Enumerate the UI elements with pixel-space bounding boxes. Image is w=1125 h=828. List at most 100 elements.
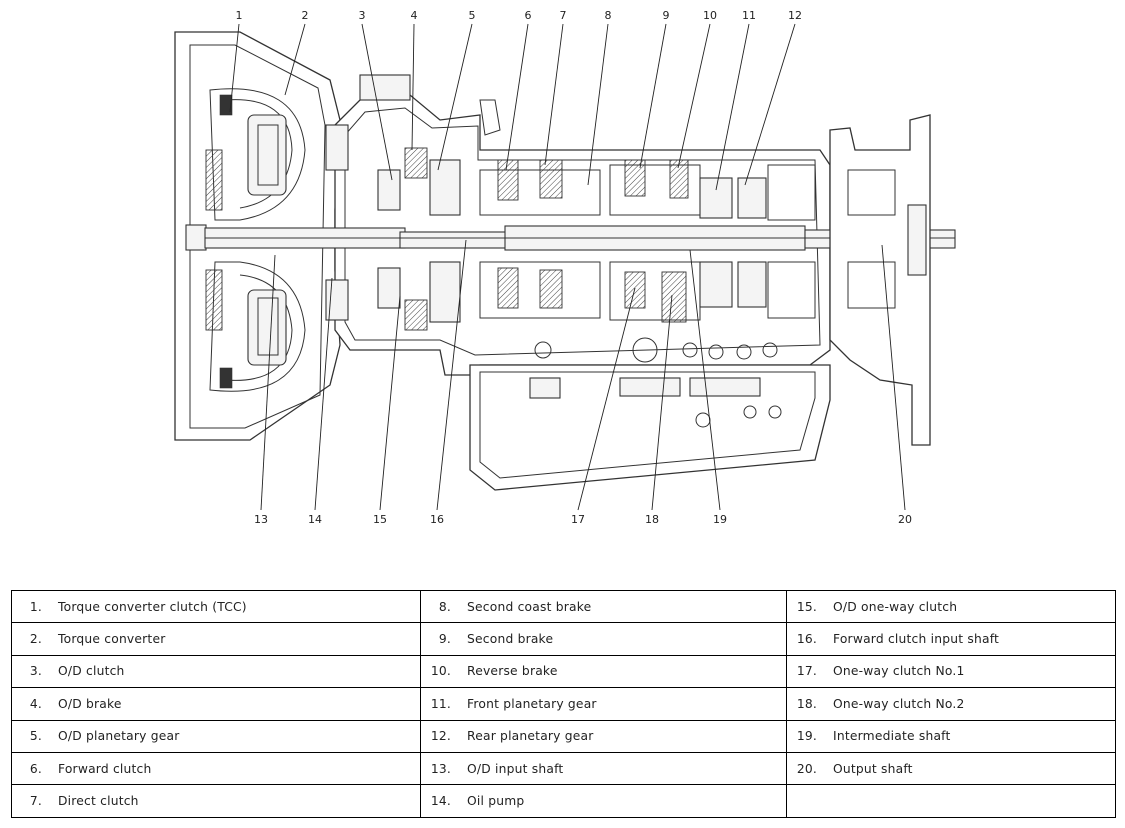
callout-5: 5 [469,9,476,22]
transmission-case [325,74,831,376]
legend-row: 6. Forward clutch 13. O/D input shaft 20. O… [11,751,1116,786]
legend-number: 18. [796,696,817,711]
legend-cell: 17. One-way clutch No.1 [786,654,1116,689]
legend-cell: 9. Second brake [420,622,787,656]
legend-row: 1. Torque converter clutch (TCC) 8. Second… [11,589,1116,624]
legend-label: Torque converter [58,632,166,647]
legend-label: Front planetary gear [467,696,597,711]
legend-number: 10. [430,664,451,679]
legend-label: Reverse brake [467,664,558,679]
legend-row: 7. Direct clutch 14. Oil pump [11,784,1116,818]
callout-8: 8 [605,9,612,22]
legend-number: 5. [29,729,42,744]
legend-label: O/D input shaft [467,761,564,776]
legend-cell: 5. O/D planetary gear [11,719,421,753]
legend-number: 3. [29,664,42,679]
callout-17: 17 [571,513,585,526]
parts-legend-table: 1. Torque converter clutch (TCC) 8. Second… [11,589,1116,818]
legend-number: 1. [29,599,42,614]
legend-number: 2. [29,632,42,647]
callout-1: 1 [236,9,243,22]
legend-cell: 7. Direct clutch [11,784,421,818]
callout-2: 2 [302,9,309,22]
legend-label: Second coast brake [467,599,592,614]
legend-number: 6. [29,761,42,776]
callout-16: 16 [430,513,444,526]
legend-label: Output shaft [833,761,913,776]
callout-12: 12 [788,9,802,22]
callout-6: 6 [525,9,532,22]
legend-cell: 18. One-way clutch No.2 [786,687,1116,721]
torque-converter-upper [205,88,306,221]
callout-20: 20 [898,513,912,526]
callout-3: 3 [359,9,366,22]
legend-cell: 4. O/D brake [11,687,421,721]
legend-label: O/D clutch [58,664,125,679]
legend-number: 19. [796,729,817,744]
legend-cell: 8. Second coast brake [420,589,787,624]
callout-10: 10 [703,9,717,22]
torque-converter-lower [205,261,306,392]
legend-number: 13. [430,761,451,776]
clutch-packs-upper [377,147,816,221]
legend-number: 17. [796,664,817,679]
legend-label: One-way clutch No.1 [833,664,965,679]
callout-4: 4 [411,9,418,22]
legend-label: O/D one-way clutch [833,599,958,614]
legend-number: 8. [438,599,451,614]
legend-cell: 13. O/D input shaft [420,751,787,786]
legend-row: 3. O/D clutch 10. Reverse brake 17. One-way… [11,654,1116,689]
legend-cell: 10. Reverse brake [420,654,787,689]
legend-cell: 12. Rear planetary gear [420,719,787,753]
legend-number: 12. [430,729,451,744]
callout-15: 15 [373,513,387,526]
legend-label: Rear planetary gear [467,729,594,744]
legend-label: Oil pump [467,794,525,809]
legend-number: 20. [796,761,817,776]
oil-pan-valve-body [469,337,831,491]
legend-cell: 1. Torque converter clutch (TCC) [11,589,421,624]
callout-13: 13 [254,513,268,526]
clutch-packs-lower [377,261,816,331]
transmission-cutaway-diagram: 1 2 3 4 5 6 7 8 9 10 11 12 13 14 15 16 1… [174,9,956,526]
legend-number: 16. [796,632,817,647]
leader-lines [229,23,906,511]
legend-number: 11. [430,696,451,711]
legend-cell: 15. O/D one-way clutch [786,589,1116,624]
legend-row: 4. O/D brake 11. Front planetary gear 18. O… [11,687,1116,721]
callout-7: 7 [560,9,567,22]
legend-label: Torque converter clutch (TCC) [58,599,247,614]
legend-cell: 19. Intermediate shaft [786,719,1116,753]
legend-cell: 16. Forward clutch input shaft [786,622,1116,656]
legend-cell: 2. Torque converter [11,622,421,656]
callout-9: 9 [663,9,670,22]
legend-cell: 14. Oil pump [420,784,787,818]
legend-row: 5. O/D planetary gear 12. Rear planetary g… [11,719,1116,753]
callouts-top: 1 2 3 4 5 6 7 8 9 10 11 12 [236,9,803,22]
callouts-bottom: 13 14 15 16 17 18 19 20 [254,513,912,526]
callout-19: 19 [713,513,727,526]
legend-cell: 11. Front planetary gear [420,687,787,721]
legend-cell-empty [786,784,1116,818]
legend-row: 2. Torque converter 9. Second brake 16. For… [11,622,1116,656]
legend-label: Direct clutch [58,794,139,809]
callout-11: 11 [742,9,756,22]
legend-label: Forward clutch [58,761,152,776]
callout-18: 18 [645,513,659,526]
legend-label: O/D planetary gear [58,729,180,744]
legend-cell: 20. Output shaft [786,751,1116,786]
legend-number: 4. [29,696,42,711]
legend-number: 9. [438,632,451,647]
extension-housing [829,114,931,446]
legend-label: Intermediate shaft [833,729,951,744]
legend-cell: 3. O/D clutch [11,654,421,689]
legend-number: 14. [430,794,451,809]
legend-label: Forward clutch input shaft [833,632,1000,647]
legend-number: 7. [29,794,42,809]
callout-14: 14 [308,513,322,526]
legend-cell: 6. Forward clutch [11,751,421,786]
legend-label: One-way clutch No.2 [833,696,965,711]
legend-label: Second brake [467,632,554,647]
legend-label: O/D brake [58,696,122,711]
legend-number: 15. [796,599,817,614]
